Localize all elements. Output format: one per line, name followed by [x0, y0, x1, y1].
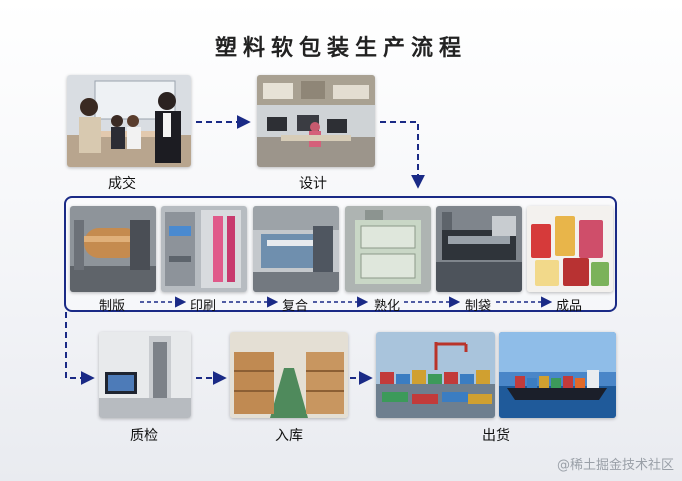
bagmaking-photo	[436, 206, 522, 292]
design-photo	[257, 75, 375, 167]
finished-photo	[527, 206, 613, 292]
inspect-photo	[99, 332, 191, 418]
step-label-print: 印刷	[190, 299, 217, 314]
step-label-laminate: 复合	[282, 299, 309, 314]
production-process-frame	[64, 196, 617, 312]
step-label-finished: 成品	[556, 299, 583, 314]
step-label-ship: 出货	[482, 428, 510, 444]
print-photo	[161, 206, 247, 292]
arrow-design-to-process	[380, 121, 425, 189]
step-label-bagmaking: 制袋	[465, 299, 492, 314]
step-label-inspect: 质检	[130, 428, 158, 444]
warehouse-photo	[230, 332, 348, 418]
watermark: @稀土掘金技术社区	[556, 458, 674, 473]
deal-photo	[67, 75, 191, 167]
port-photo	[376, 332, 495, 418]
arrow-process-to-inspect	[65, 312, 95, 385]
step-label-plate: 制版	[99, 299, 126, 314]
step-label-warehouse: 入库	[275, 428, 303, 444]
plate-photo	[70, 206, 156, 292]
step-label-design: 设计	[299, 176, 327, 192]
laminate-photo	[253, 206, 339, 292]
page-title: 塑料软包装生产流程	[214, 36, 467, 61]
cure-photo	[345, 206, 431, 292]
step-label-cure: 熟化	[374, 299, 401, 314]
ship-photo	[499, 332, 616, 418]
step-label-deal: 成交	[108, 176, 136, 192]
